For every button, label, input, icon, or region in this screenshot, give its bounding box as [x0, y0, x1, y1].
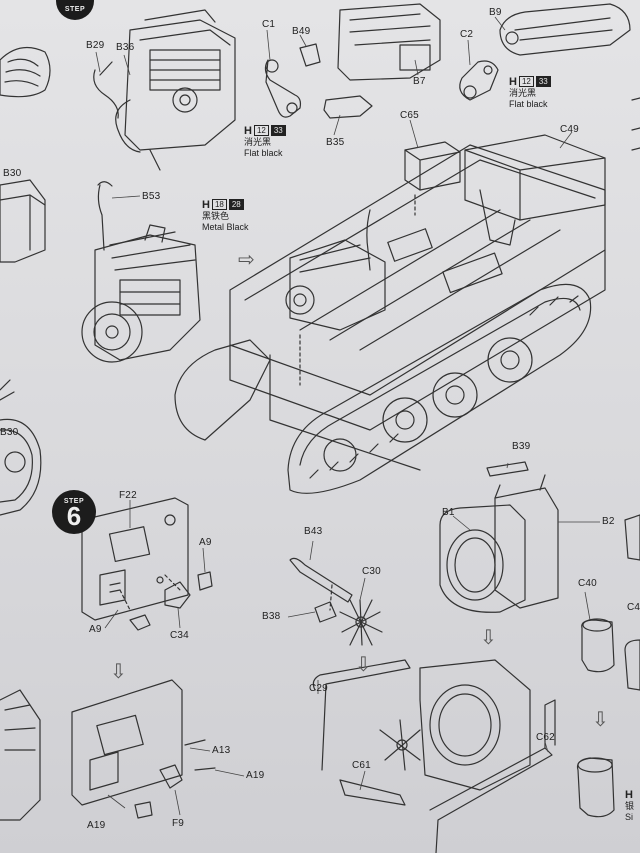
label-a19-right: A19 — [246, 770, 265, 781]
parts-b43-b38-c30 — [289, 557, 383, 646]
right-edge-fragments — [624, 97, 640, 561]
label-c1: C1 — [262, 19, 276, 30]
paint-code: H — [509, 76, 517, 88]
label-b30-left: B30 — [0, 427, 19, 438]
engine-drawing-top — [93, 9, 236, 171]
label-b7: B7 — [413, 76, 426, 87]
label-a9-top: A9 — [199, 537, 212, 548]
paint-code: H — [625, 789, 633, 801]
engine-drawing-metal-black — [81, 181, 201, 363]
label-a9-bottom: A9 — [89, 624, 102, 635]
label-b1: B1 — [442, 507, 455, 518]
paint-name-en: Si — [625, 812, 634, 822]
parts-b39-b1-b2 — [439, 461, 559, 613]
left-track-remnant — [0, 379, 42, 821]
paint-code: H — [202, 199, 210, 211]
label-c40: C40 — [578, 578, 597, 589]
label-b53: B53 — [142, 191, 161, 202]
paint-name-zh: 消光黑 — [244, 137, 272, 147]
arrow-down-icon: ⇩ — [355, 654, 372, 676]
paint-name-zh: 消光黑 — [509, 88, 537, 98]
label-b39: B39 — [512, 441, 531, 452]
label-a13: A13 — [212, 745, 231, 756]
label-b30: B30 — [3, 168, 22, 179]
guide-lines — [119, 194, 416, 611]
paint-number-a: 12 — [253, 125, 269, 136]
label-b36: B36 — [116, 42, 135, 53]
label-b2: B2 — [602, 516, 615, 527]
label-c2: C2 — [460, 29, 474, 40]
paint-name-en: Flat black — [244, 148, 283, 158]
parts-b9-c2 — [459, 3, 631, 101]
panel-f22-drawing — [81, 497, 213, 631]
paint-name-en: Metal Black — [202, 222, 249, 232]
arrow-down-icon: ⇩ — [480, 627, 497, 649]
paint-number-a: 18 — [211, 199, 227, 210]
label-c49: C49 — [560, 124, 579, 135]
paint-number-a: 12 — [518, 76, 534, 87]
leader-lines — [95, 16, 600, 816]
step-word: STEP — [64, 5, 86, 13]
step-badge-6: STEP 6 — [52, 490, 96, 534]
label-b29: B29 — [86, 40, 105, 51]
panel-lower-drawing — [71, 679, 216, 819]
label-c34: C34 — [170, 630, 189, 641]
label-c4: C4 — [627, 602, 640, 613]
paint-code: H — [244, 125, 252, 137]
arrow-down-icon: ⇩ — [592, 709, 609, 731]
paint-callout-silver: H 银 Si — [625, 790, 634, 823]
label-a19-bottom: A19 — [87, 820, 106, 831]
label-c65: C65 — [400, 110, 419, 121]
label-c29: C29 — [309, 683, 328, 694]
paint-name-zh: 银 — [625, 801, 635, 811]
paint-name-en: Flat black — [509, 99, 548, 109]
parts-c1-b49-b35 — [264, 3, 441, 119]
label-f9: F9 — [172, 818, 185, 829]
part-b30-block — [0, 179, 46, 263]
step-badge-5: STEP — [56, 0, 94, 20]
arrow-down-icon: ⇩ — [110, 661, 127, 683]
label-c61: C61 — [352, 760, 371, 771]
hull-main-assembly — [229, 134, 606, 471]
label-b38: B38 — [262, 611, 281, 622]
label-c62: C62 — [536, 732, 555, 743]
label-b9: B9 — [489, 7, 502, 18]
paint-name-zh: 黑铁色 — [202, 211, 230, 221]
paint-number-b: 33 — [270, 125, 286, 136]
hull-tracks — [174, 283, 592, 494]
label-b35: B35 — [326, 137, 345, 148]
paint-number-b: 28 — [228, 199, 244, 210]
top-left-assembly-remnant — [0, 46, 51, 98]
step-word: STEP — [63, 497, 85, 505]
label-b49: B49 — [292, 26, 311, 37]
label-f22: F22 — [119, 490, 137, 501]
step-number: 6 — [66, 500, 82, 531]
label-b43: B43 — [304, 526, 323, 537]
lower-right-assembly — [312, 659, 615, 853]
paint-number-b: 33 — [535, 76, 551, 87]
parts-c40-c4 — [581, 618, 640, 691]
label-c30: C30 — [362, 566, 381, 577]
arrow-right-icon: ⇨ — [238, 249, 255, 271]
